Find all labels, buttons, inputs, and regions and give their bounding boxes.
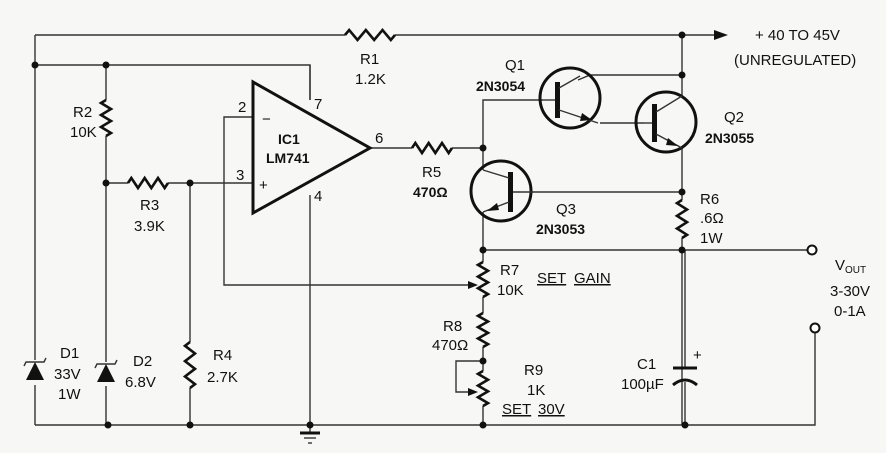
- r6-ref: R6: [700, 191, 719, 208]
- emitter-arrow-icon: [580, 113, 592, 121]
- r4-ref: R4: [213, 347, 232, 364]
- q1-ref: Q1: [505, 57, 525, 74]
- supply-voltage: + 40 TO 45V: [755, 27, 840, 44]
- d1-power: 1W: [58, 386, 81, 403]
- resistor-r3: [126, 175, 170, 191]
- r9-note-30v: 30V: [538, 401, 565, 418]
- c1-ref: C1: [637, 356, 656, 373]
- inverting-input-sign: −: [262, 111, 271, 128]
- zener-diode-d2: [94, 359, 118, 382]
- pin-2-label: 2: [238, 99, 246, 116]
- potentiometer-r7[interactable]: [475, 260, 491, 299]
- noninverting-input-sign: +: [259, 177, 268, 194]
- ic1-part: LM741: [266, 150, 310, 166]
- pin-6-label: 6: [375, 130, 383, 147]
- q3-ref: Q3: [556, 201, 576, 218]
- r3-ref: R3: [140, 197, 159, 214]
- r7-wiper-arrow-icon: [468, 281, 478, 289]
- output-terminal-positive[interactable]: [806, 244, 818, 256]
- transistor-q2: [634, 90, 698, 154]
- r9-note-set: SET: [502, 401, 531, 418]
- vout-label: VOUT: [835, 257, 866, 276]
- r4-value: 2.7K: [207, 369, 238, 386]
- potentiometer-r9[interactable]: [475, 369, 491, 408]
- resistor-r5: [410, 140, 454, 156]
- r9-wiper-arrow-icon: [468, 388, 478, 396]
- supply-note: (UNREGULATED): [734, 52, 856, 69]
- resistor-r6: [674, 198, 690, 240]
- r1-value: 1.2K: [355, 71, 386, 88]
- r1-ref: R1: [360, 51, 379, 68]
- ic1-ref: IC1: [278, 131, 300, 147]
- r7-ref: R7: [500, 262, 519, 279]
- d2-ref: D2: [133, 353, 152, 370]
- resistor-r4: [182, 340, 198, 390]
- d1-value: 33V: [54, 366, 81, 383]
- d2-value: 6.8V: [125, 374, 156, 391]
- d1-ref: D1: [60, 345, 79, 362]
- r5-ref: R5: [422, 164, 441, 181]
- r7-note-set: SET: [537, 270, 566, 287]
- r7-note-gain: GAIN: [574, 270, 611, 287]
- r6-value: .6Ω: [700, 210, 724, 227]
- r7-value: 10K: [497, 282, 524, 299]
- zener-diode-d1: [23, 357, 47, 380]
- r2-ref: R2: [73, 104, 92, 121]
- pin-4-label: 4: [314, 188, 322, 205]
- r5-value: 470Ω: [413, 184, 448, 200]
- resistor-r2: [98, 98, 114, 138]
- ground-icon: [300, 431, 320, 444]
- pin-3-label: 3: [236, 167, 244, 184]
- r3-value: 3.9K: [134, 218, 165, 235]
- opamp-ic1: − + IC1 LM741 2 3 7 6 4: [236, 65, 383, 216]
- labels: + 40 TO 45V (UNREGULATED) R1 1.2K R2 10K…: [54, 27, 870, 418]
- emitter-arrow-icon: [487, 203, 499, 211]
- r8-value: 470Ω: [432, 337, 468, 354]
- output-voltage-range: 3-30V: [830, 283, 870, 300]
- emitter-arrow-icon: [666, 138, 678, 146]
- resistor-r8: [475, 311, 491, 349]
- c1-polarity: +: [693, 347, 702, 364]
- output-current-range: 0-1A: [834, 303, 866, 320]
- capacitor-c1: +: [672, 347, 702, 387]
- pin-7-label: 7: [314, 96, 322, 113]
- supply-arrow-icon: [714, 30, 728, 40]
- q2-ref: Q2: [724, 109, 744, 126]
- q2-part: 2N3055: [705, 130, 754, 146]
- r9-ref: R9: [524, 362, 543, 379]
- resistor-r1: [344, 27, 396, 43]
- transistor-q3: [469, 159, 533, 223]
- c1-value: 100µF: [621, 376, 664, 393]
- transistor-q1: [538, 66, 602, 130]
- r6-power: 1W: [700, 230, 723, 247]
- r2-value: 10K: [70, 124, 97, 141]
- q3-part: 2N3053: [536, 221, 585, 237]
- r9-value: 1K: [527, 382, 545, 399]
- r8-ref: R8: [443, 318, 462, 335]
- output-terminal-negative[interactable]: [809, 322, 821, 334]
- q1-part: 2N3054: [476, 78, 525, 94]
- junction-dots: [31, 31, 689, 429]
